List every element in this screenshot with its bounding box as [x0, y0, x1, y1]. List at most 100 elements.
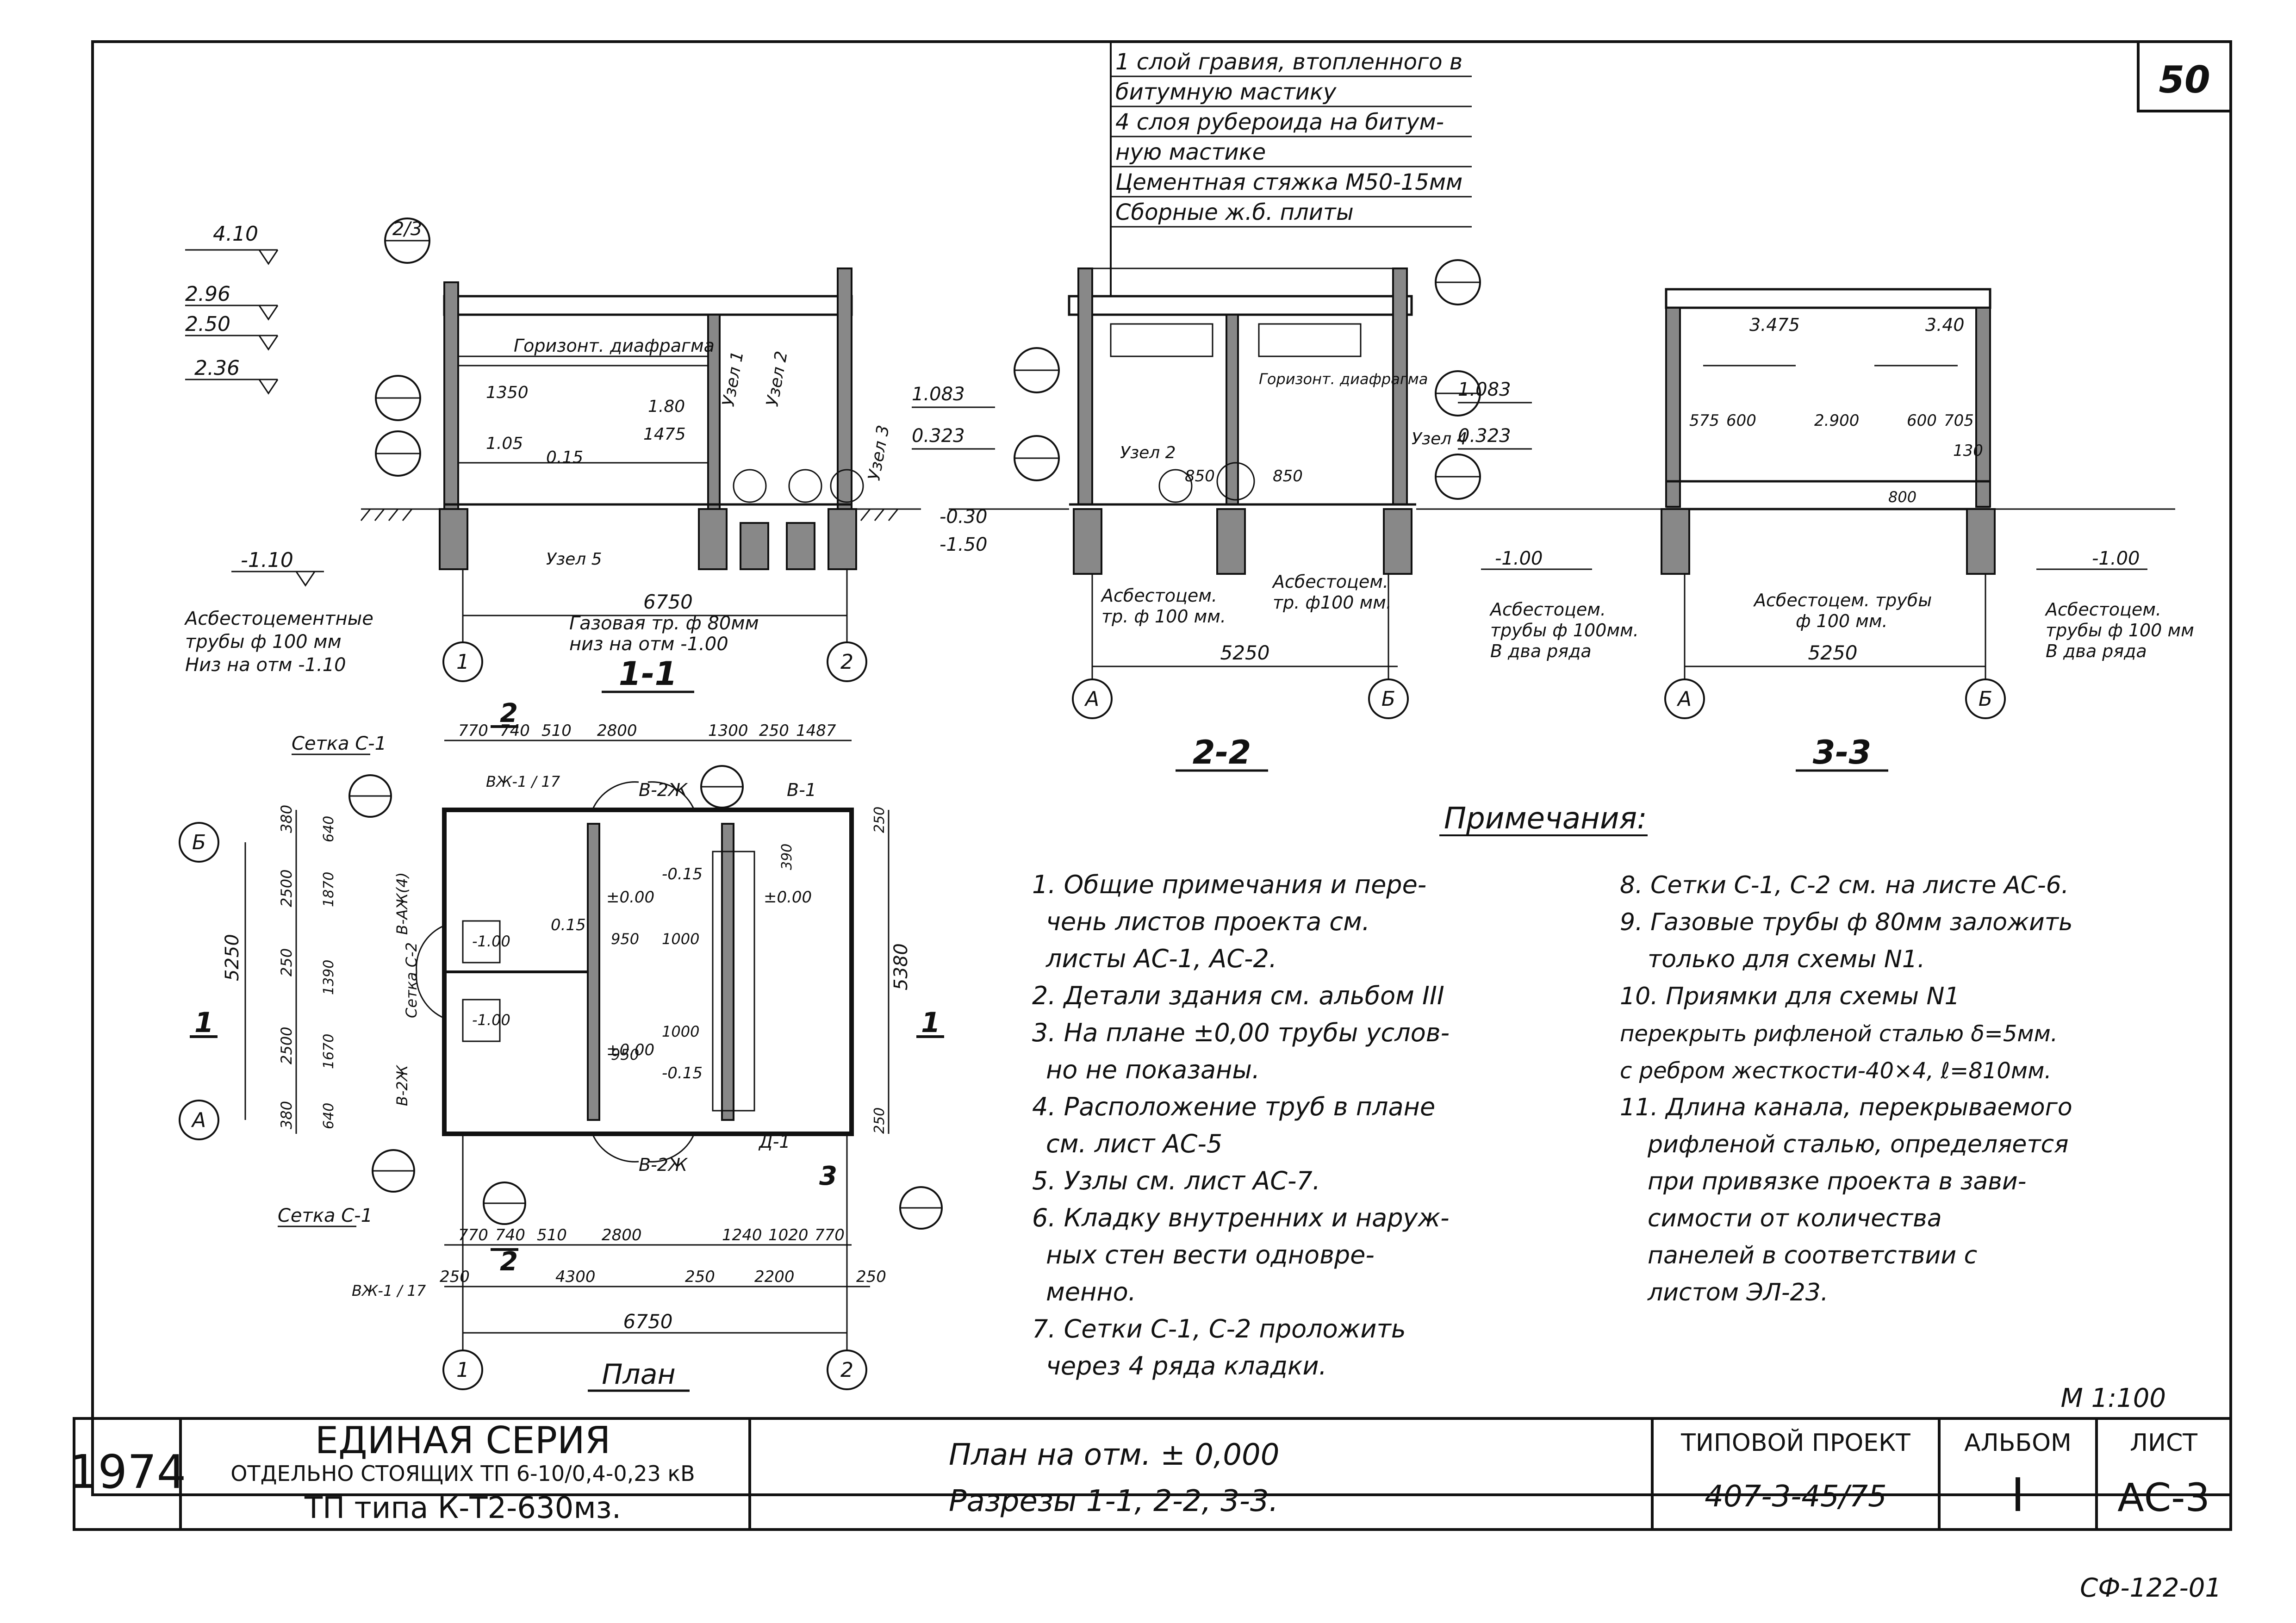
plan-level-10: 1000 — [662, 930, 699, 948]
plan-level-7: -0.15 — [662, 1064, 703, 1082]
plan-mesh-c1-top: Сетка С-1 — [292, 733, 386, 754]
title-project-label: ТИПОВОЙ ПРОЕКТ — [1680, 1429, 1910, 1457]
s33-pipe-left1: Асбестоцем. — [1489, 599, 1606, 620]
roof-layer-6: Сборные ж.б. плиты — [1115, 199, 1354, 225]
plan-overall-dim-3: 250 — [685, 1268, 715, 1286]
plan-axis-2: 2 — [840, 1358, 853, 1382]
plan-level-5: -1.00 — [472, 1011, 510, 1029]
plan-overall: 6750 — [623, 1310, 673, 1333]
note-r2: 9. Газовые трубы ф 80мм заложить — [1620, 908, 2073, 936]
plan-room-4: Д-1 — [758, 1132, 790, 1152]
s33-elev-3475: 3.475 — [1749, 315, 1800, 335]
dim-180: 1.80 — [648, 397, 685, 416]
plan-cut2-bottom: 2 — [500, 1247, 518, 1277]
plan-mesh-c1-bottom: Сетка С-1 — [278, 1205, 373, 1226]
section11-gas-note1: Газовая тр. ф 80мм — [569, 613, 759, 634]
plan-bot-dim-4: 2800 — [602, 1226, 642, 1244]
dim-1475: 1475 — [643, 425, 686, 444]
stamp-code: СФ-122-01 — [2080, 1573, 2221, 1603]
roof-layer-4: ную мастике — [1115, 139, 1266, 165]
note-r10: симости от количества — [1648, 1205, 1942, 1232]
plan-level-12: 1000 — [662, 1023, 699, 1040]
note-6: но не показаны. — [1046, 1055, 1260, 1084]
plan-cut1-left: 1 — [194, 1007, 214, 1039]
note-r9: при привязке проекта в зави- — [1648, 1168, 2026, 1195]
plan-vzh-top: ВЖ-1 / 17 — [486, 773, 560, 790]
notes-heading: Примечания: — [1444, 802, 1647, 836]
s22-elev-minus030: -0.30 — [940, 506, 988, 528]
plan-cut1-right: 1 — [921, 1007, 940, 1039]
dim-1350: 1350 — [486, 383, 529, 402]
s22-axis-left: А — [1084, 687, 1099, 711]
s22-dim850a: 850 — [1185, 467, 1215, 485]
note-r7: 11. Длина канала, перекрываемого — [1620, 1094, 2072, 1121]
plan-top-dim-7: 1487 — [796, 721, 836, 740]
plan-cut3-bottom: 3 — [819, 1161, 837, 1191]
note-10: 6. Кладку внутренних и наруж- — [1032, 1203, 1450, 1232]
plan-level-2: ±0.00 — [606, 888, 654, 907]
s33-pipe-right3: В два ряда — [2046, 641, 2147, 661]
section-3-3: 3.475 3.40 575 600 2.900 600 705 130 800… — [1481, 288, 2194, 772]
s33-axis-left: А — [1676, 687, 1692, 711]
s33-pipe-left2: трубы ф 100мм. — [1490, 620, 1639, 640]
node3-label: Узел 3 — [865, 424, 893, 482]
note-8: см. лист АС-5 — [1046, 1129, 1222, 1158]
s22-length: 5250 — [1220, 641, 1270, 664]
plan-room-1: В-2Ж — [639, 780, 688, 800]
plan-left-dim-3: 250 — [278, 948, 295, 976]
note-1: 1. Общие примечания и пере- — [1032, 870, 1426, 899]
plan-view: -0.15 ±0.00 -1.00 0.15 -1.00 ±0.00 -0.15… — [179, 698, 944, 1392]
s33-pipe-right1: Асбестоцем. — [2044, 599, 2161, 620]
plan-axis-1: 1 — [456, 1358, 469, 1382]
title-series3: ТП типа К-Т2-630мз. — [304, 1491, 621, 1525]
note-r3: только для схемы N1. — [1648, 945, 1925, 973]
s33-axis-right: Б — [1979, 687, 1992, 711]
plan-right-dim-3: 250 — [871, 1107, 888, 1134]
title-album-value: I — [2011, 1468, 2025, 1522]
plan-room-2: В-1 — [787, 780, 816, 800]
plan-left-inner-1: 640 — [321, 816, 337, 842]
callout-4-3 — [375, 430, 421, 477]
plan-axis-A: А — [191, 1108, 206, 1132]
s22-elev-0323-r: 0.323 — [1458, 425, 1511, 447]
s22-roof — [1068, 295, 1413, 316]
plan-left-total: 5250 — [222, 934, 243, 981]
s33-title: 3-3 — [1813, 734, 1871, 771]
section-2-2: Горизонт. диафрагма Узел 2 Узел 4 850 85… — [912, 259, 1532, 772]
s33-pipe-left3: В два ряда — [1490, 641, 1592, 661]
diaphragm-label-1: Горизонт. диафрагма — [514, 336, 715, 356]
s33-dim-705: 705 — [1944, 411, 1974, 430]
note-3: листы АС-1, АС-2. — [1045, 944, 1277, 973]
elev-236: 2.36 — [194, 356, 240, 380]
plan-cut2-top: 2 — [500, 698, 518, 728]
plan-left-inner-3: 1390 — [321, 960, 337, 995]
s33-dim-130: 130 — [1953, 442, 1983, 460]
title-project-number: 407-3-45/75 — [1705, 1480, 1887, 1514]
s33-elev-right: -1.00 — [2092, 548, 2140, 569]
title-drawing1: План на отм. ± 0,000 — [949, 1438, 1279, 1472]
elev-296: 2.96 — [185, 282, 230, 306]
section11-gas-note2: низ на отм -1.00 — [569, 634, 728, 655]
callout-2-3-top: 2/3 — [392, 218, 422, 240]
section11-length: 6750 — [643, 591, 693, 613]
plan-mesh-c2: Сетка С-2 — [403, 942, 420, 1018]
plan-bot-dim-3: 510 — [537, 1226, 567, 1244]
plan-title: План — [602, 1358, 675, 1391]
plan-overall-dim-2: 4300 — [555, 1268, 596, 1286]
plan-bot-dim-5: 1240 — [722, 1226, 762, 1244]
roof-layer-5: Цементная стяжка М50-15мм — [1115, 169, 1462, 195]
title-album-label: АЛЬБОМ — [1964, 1429, 2072, 1457]
section11-pipe-note1: Асбестоцементные — [184, 608, 373, 629]
plan-room-6: В-2Ж — [393, 1064, 411, 1106]
title-year: 1974 — [68, 1445, 187, 1499]
title-block: 1974 ЕДИНАЯ СЕРИЯ ОТДЕЛЬНО СТОЯЩИХ ТП 6-… — [68, 1417, 2232, 1531]
section-1-1: 4.10 2.96 2.50 2.36 -1.10 Горизонт. диаф… — [184, 218, 921, 693]
s33-pipe-mid1: Асбестоцем. трубы — [1753, 590, 1932, 610]
section11-pipe-note2: трубы ф 100 мм — [185, 631, 342, 653]
plan-level-8: ±0.00 — [606, 1041, 654, 1059]
plan-right-total: 5380 — [890, 943, 912, 990]
title-series1: ЕДИНАЯ СЕРИЯ — [315, 1419, 611, 1462]
plan-left-inner-2: 1870 — [321, 872, 337, 907]
note-5: 3. На плане ±0,00 трубы услов- — [1032, 1018, 1450, 1047]
